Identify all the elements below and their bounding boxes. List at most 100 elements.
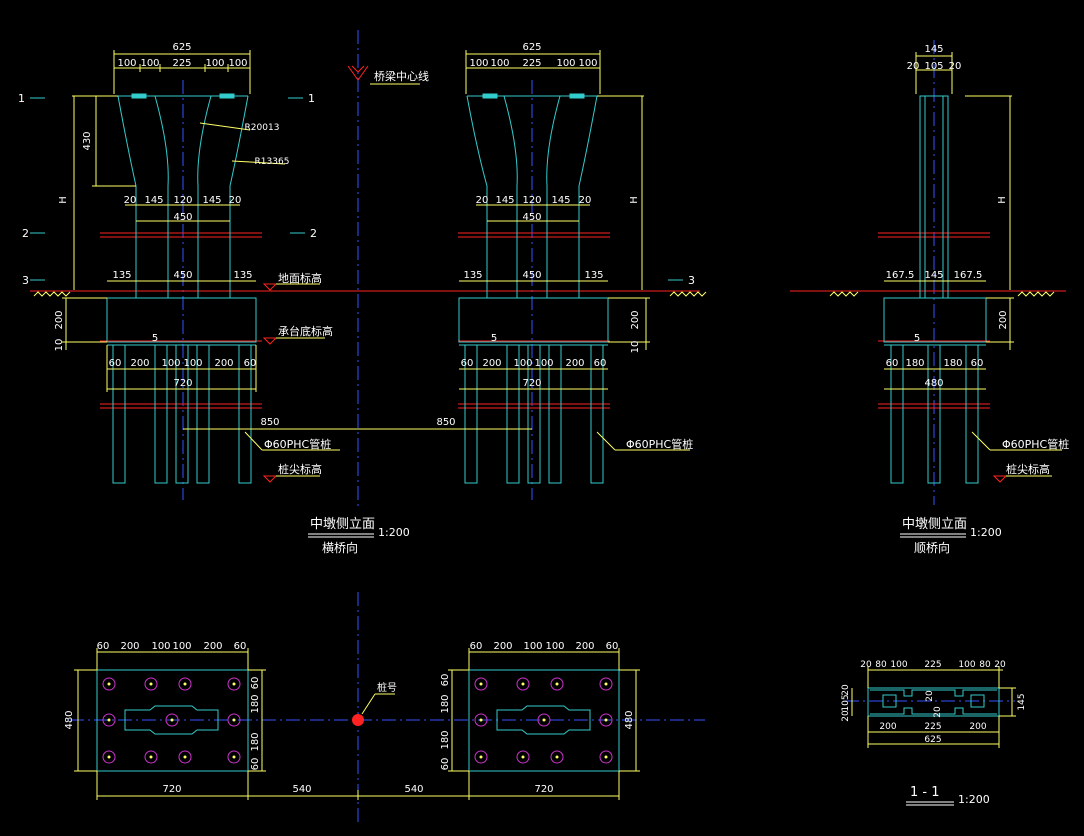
dim-side-cap-p1: 167.5	[886, 270, 915, 281]
sec-total: 625	[924, 735, 941, 745]
dim-top-r-p1: 100	[469, 58, 488, 69]
pile-hole	[227, 713, 241, 727]
plan-r-s2: 180	[440, 694, 451, 713]
pile-center	[604, 718, 608, 722]
label-pile-tip-left: 桩尖标高	[278, 462, 322, 476]
plan-left	[96, 669, 249, 772]
label-pile-side: Φ60PHC管桩	[1002, 437, 1069, 451]
dim-side-pile-p1: 60	[886, 358, 899, 369]
dim-side-pile-total: 480	[924, 378, 943, 389]
label-cap-bottom: 承台底标高	[278, 324, 333, 338]
pile-hole	[550, 750, 564, 764]
label-radius2: R13365	[255, 157, 290, 167]
view-titles: 中墩侧立面 1:200 横桥向 中墩侧立面 1:200 顺桥向 1 - 1 1:…	[308, 517, 1002, 806]
dim-top-r-p5: 100	[578, 58, 597, 69]
pile-hole	[599, 677, 613, 691]
dim-mid-r-total: 450	[522, 212, 541, 223]
dim-side-cap-p3: 167.5	[954, 270, 983, 281]
dim-mid-total: 450	[173, 212, 192, 223]
dims-right-text: 625 100 100 225 100 100 H 20 145 120 145…	[260, 42, 641, 428]
dim-10-right: 10	[630, 341, 641, 354]
plan-l-p5: 200	[203, 641, 222, 652]
pile-hole	[178, 677, 192, 691]
plan-l-s1: 60	[250, 677, 261, 690]
pile-center	[604, 755, 608, 759]
pile-hole	[102, 750, 116, 764]
label-pile-left: Φ60PHC管桩	[264, 437, 331, 451]
sec-left-p1: 20	[841, 684, 851, 696]
dim-top-total: 625	[172, 42, 191, 53]
dim-mid-p4: 145	[202, 195, 221, 206]
label-bridge-centerline: 桥梁中心线	[374, 69, 429, 83]
label-H-left: H	[58, 196, 69, 204]
sec3-right: 3	[688, 274, 695, 287]
dim-10-left: 10	[54, 339, 65, 352]
pile-center	[542, 718, 546, 722]
pile-hole	[102, 677, 116, 691]
pile-center	[183, 755, 187, 759]
dim-cap-p1: 135	[112, 270, 131, 281]
dim-pile-r-p5: 200	[565, 358, 584, 369]
label-H-right: H	[629, 196, 640, 204]
plan-r-s3: 180	[440, 730, 451, 749]
dim-side-top: 145	[924, 44, 943, 55]
dim-pile-p5: 200	[214, 358, 233, 369]
dim-cap-p3: 135	[233, 270, 252, 281]
dim-pile-p3: 100	[161, 358, 180, 369]
pile-hole	[550, 677, 564, 691]
pile-center	[183, 682, 187, 686]
plan-r-p6: 60	[606, 641, 619, 652]
sec-top-p7: 20	[994, 660, 1006, 670]
section-marker-text: 1 1 2 2 3 3	[18, 92, 695, 287]
pile-hole	[178, 750, 192, 764]
sec-top-p4: 225	[924, 660, 941, 670]
left-pier	[106, 93, 257, 484]
dim-pile-r-p2: 200	[482, 358, 501, 369]
plan-r-p1: 60	[470, 641, 483, 652]
pile-hole	[144, 750, 158, 764]
pile-center	[232, 718, 236, 722]
dim-pile-r-total: 720	[522, 378, 541, 389]
sec-top-p1: 20	[860, 660, 872, 670]
ground-lines	[30, 232, 1066, 409]
dim-430: 430	[82, 131, 93, 150]
side-pier	[883, 95, 987, 484]
dim-pile-p2: 200	[130, 358, 149, 369]
view1-scale: 1:200	[378, 526, 410, 539]
dim-side-5: 5	[914, 333, 920, 344]
sec2-right: 2	[310, 227, 317, 240]
plan-l-p2: 200	[120, 641, 139, 652]
label-pile-right: Φ60PHC管桩	[626, 437, 693, 451]
pile-center	[521, 755, 525, 759]
pile-center	[107, 682, 111, 686]
plan-dims	[74, 648, 640, 800]
label-pile-tip-side: 桩尖标高	[1006, 462, 1050, 476]
pile-hole	[537, 713, 551, 727]
sec-top-p6: 80	[979, 660, 991, 670]
sec-top-p3: 100	[890, 660, 907, 670]
dim-top-r-p2: 100	[490, 58, 509, 69]
plan-r-p4: 100	[545, 641, 564, 652]
right-pier	[458, 93, 609, 484]
dim-pile-r-p1: 60	[461, 358, 474, 369]
dim-pile-r-p3: 100	[513, 358, 532, 369]
plan-spacing-r: 540	[404, 784, 423, 795]
dims-left	[62, 50, 286, 392]
leader-lines	[244, 83, 1062, 477]
dim-pile-total: 720	[173, 378, 192, 389]
dim-side-top-p1: 20	[907, 61, 920, 72]
dim-pile-r-p4: 100	[534, 358, 553, 369]
dim-mid-r-p1: 20	[476, 195, 489, 206]
view2-scale: 1:200	[970, 526, 1002, 539]
pile-hole	[474, 677, 488, 691]
plan-dim-text: 60 200 100 100 200 60 60 200 100 100 200…	[64, 641, 635, 795]
plan-spacing-l: 540	[292, 784, 311, 795]
pile-center	[555, 755, 559, 759]
section-1-1	[867, 687, 1000, 717]
pile-hole	[227, 750, 241, 764]
sec-bottom-p3: 200	[969, 722, 986, 732]
sec-left-p2: 105	[841, 694, 851, 711]
dim-mid-r-p5: 20	[579, 195, 592, 206]
dim-top-p1: 100	[117, 58, 136, 69]
dim-cap-r-p1: 135	[463, 270, 482, 281]
